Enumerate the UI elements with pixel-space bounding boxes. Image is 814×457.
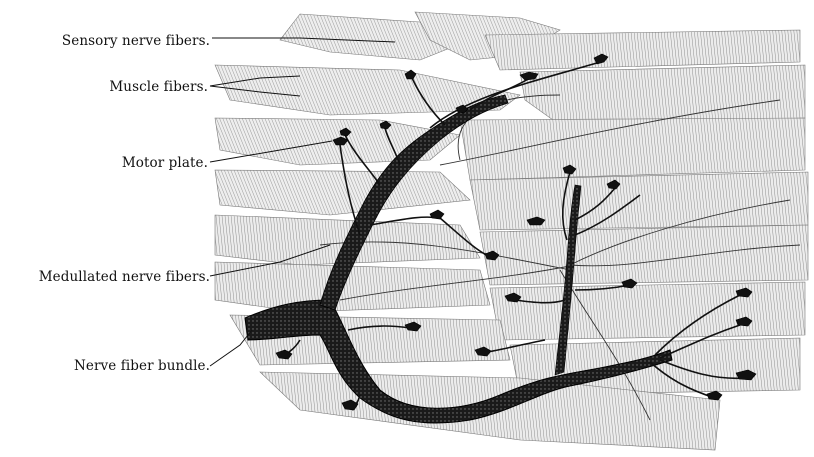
motor-plate: [430, 210, 444, 219]
muscle-fiber-band: [470, 172, 808, 230]
muscle-fiber-band: [520, 65, 805, 125]
label-nerve-fiber-bundle: Nerve fiber bundle.: [74, 358, 210, 374]
muscle-fiber-band: [215, 262, 490, 312]
label-muscle-fibers: Muscle fibers.: [109, 79, 208, 95]
muscle-fiber-band: [490, 282, 805, 340]
muscle-fiber-band: [460, 118, 805, 180]
label-sensory-nerve-fibers: Sensory nerve fibers.: [62, 33, 210, 49]
motor-plate: [707, 391, 722, 400]
muscle-fiber-band: [480, 225, 808, 285]
label-motor-plate: Motor plate.: [122, 155, 208, 171]
muscle-fibers-group: [215, 12, 808, 450]
muscle-fiber-band: [485, 30, 800, 70]
label-medullated-nerve-fibers: Medullated nerve fibers.: [39, 269, 210, 285]
muscle-fiber-band: [215, 170, 470, 215]
